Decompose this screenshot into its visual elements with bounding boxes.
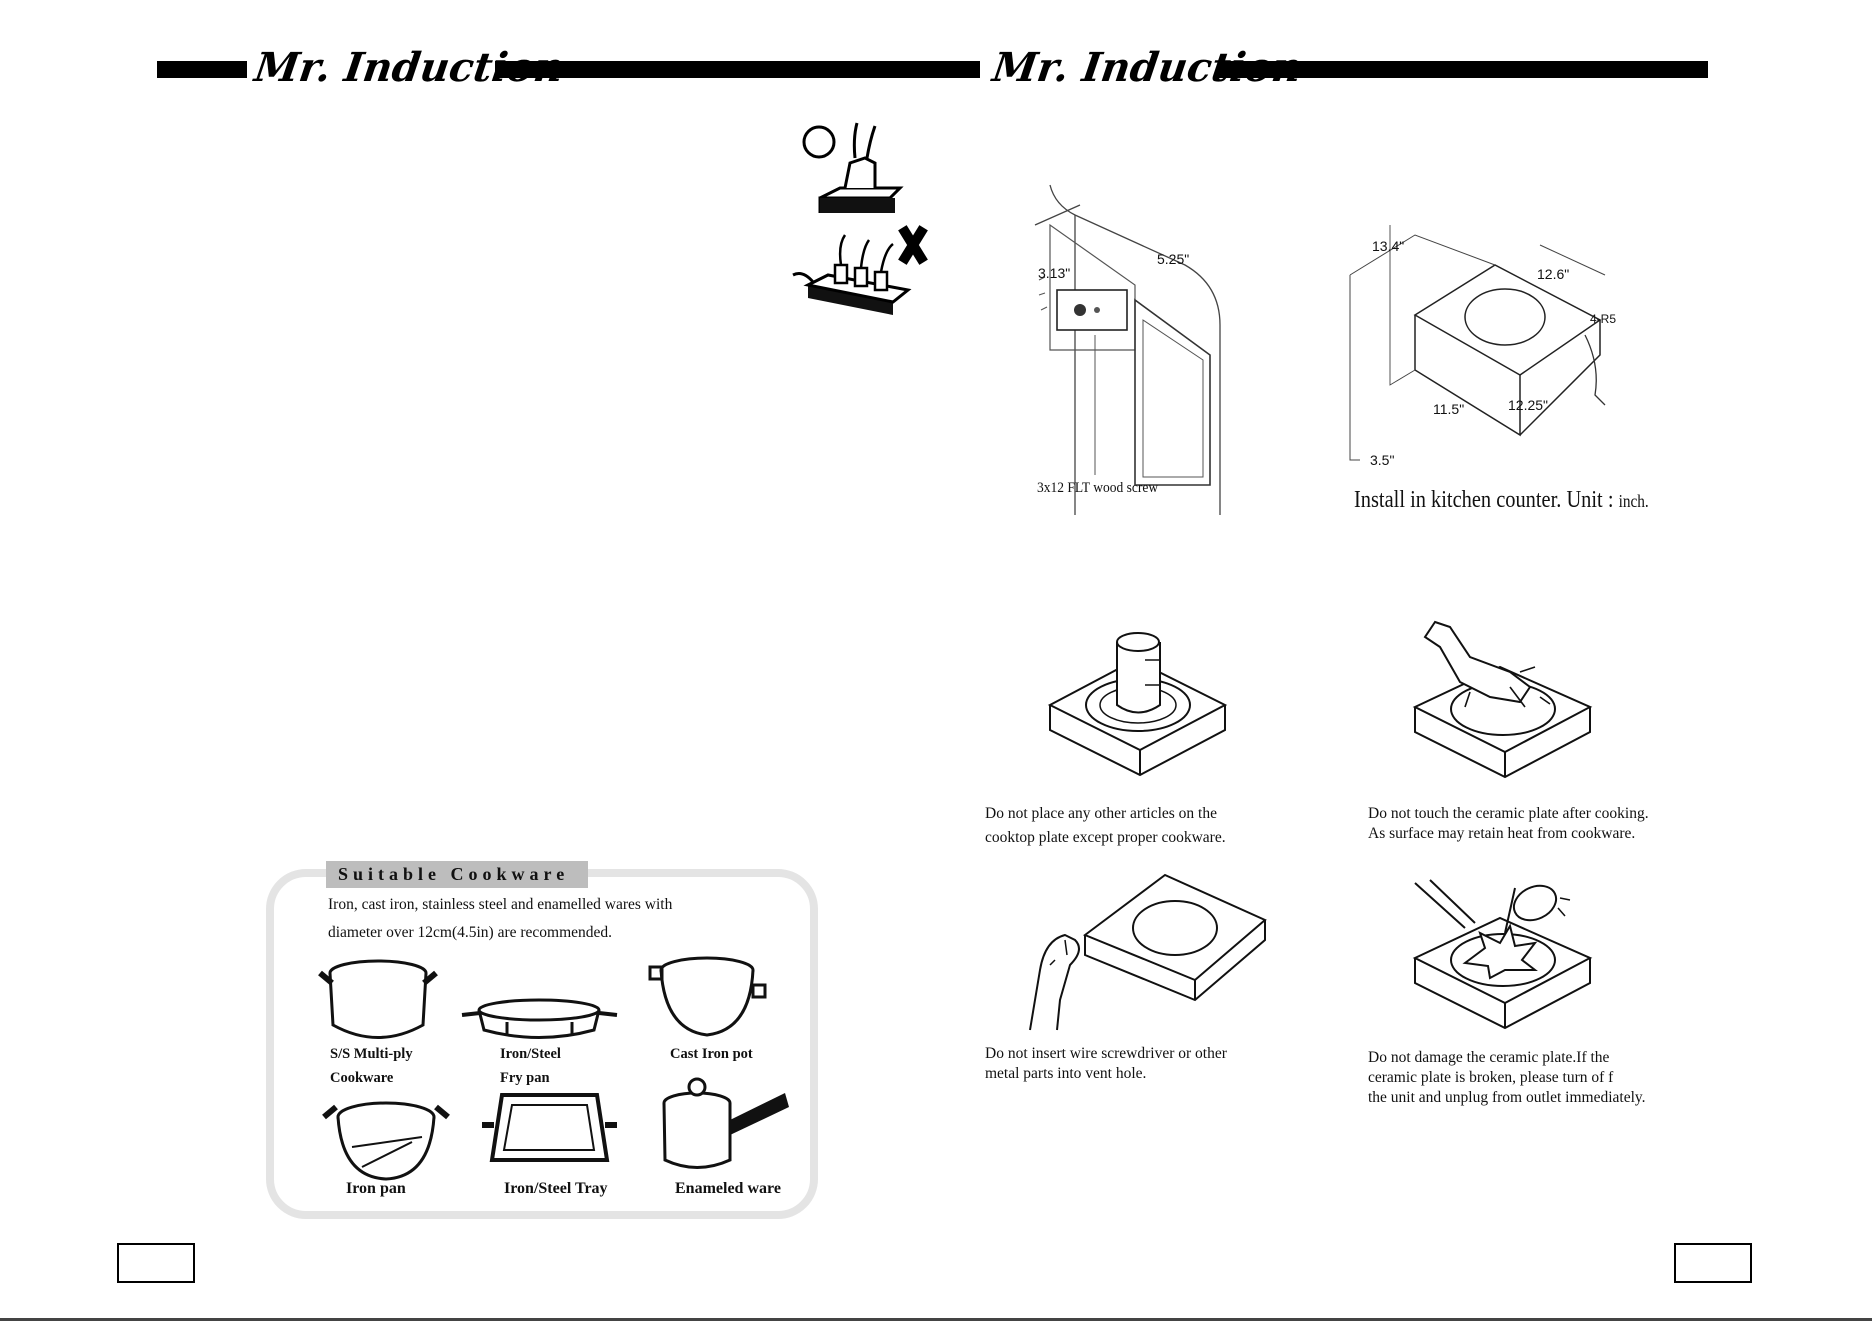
cookware-label-iron-pan: Iron pan xyxy=(346,1180,406,1197)
cookware-description: Iron, cast iron, stainless steel and ena… xyxy=(328,896,673,941)
broken-ceramic-plate-illustration xyxy=(1412,879,1593,1030)
dim-label-12-6: 12.6" xyxy=(1537,266,1570,282)
header-bar-left-short xyxy=(157,61,247,78)
cookware-title: Suitable Cookware xyxy=(326,861,588,888)
page-number-box-left xyxy=(117,1243,195,1283)
cast-iron-pot-icon xyxy=(648,956,767,1037)
cookware-label-multiply: S/S Multi-ply Cookware xyxy=(330,1046,413,1086)
enameled-ware-icon xyxy=(662,1077,789,1169)
dim-label-12-25: 12.25" xyxy=(1508,397,1549,413)
dim-label-11-5: 11.5" xyxy=(1433,401,1465,417)
multiply-cookware-icon xyxy=(318,959,438,1039)
header-bar-right-long xyxy=(1218,61,1708,78)
dim-label-3-5: 3.5" xyxy=(1370,452,1395,468)
page-number-box-right xyxy=(1674,1243,1752,1283)
steel-tray-icon xyxy=(482,1093,617,1162)
power-strip-wrong-icon xyxy=(792,225,928,315)
install-caption: Install in kitchen counter. Unit : inch. xyxy=(1354,487,1649,513)
dim-label-3-13: 3.13" xyxy=(1038,265,1071,281)
cooktop-with-can-illustration xyxy=(1047,632,1228,777)
header-bar-left-long xyxy=(495,61,980,78)
cookware-label-cast-iron-pot: Cast Iron pot xyxy=(670,1046,753,1062)
warning-caption-no-touch: Do not touch the ceramic plate after coo… xyxy=(1368,805,1649,842)
cookware-label-fry-pan: Iron/Steel Fry pan xyxy=(500,1046,561,1086)
dim-label-13-4: 13.4" xyxy=(1372,238,1405,254)
cookware-label-enameled-ware: Enameled ware xyxy=(675,1180,781,1197)
screw-label: 3x12 FLT wood screw xyxy=(1037,480,1159,496)
iron-pan-icon xyxy=(322,1101,450,1181)
hand-vent-hole-illustration xyxy=(1029,873,1267,1031)
bottom-edge-line xyxy=(0,1318,1872,1321)
fry-pan-icon xyxy=(461,998,618,1039)
dim-label-5-25: 5.25" xyxy=(1157,251,1190,267)
cookware-label-steel-tray: Iron/Steel Tray xyxy=(504,1180,608,1197)
unit-dimension-diagram xyxy=(1349,225,1606,461)
plug-correct-icon xyxy=(802,122,904,213)
dim-label-4-r5: 4-R5 xyxy=(1590,312,1617,326)
hand-touching-plate-illustration xyxy=(1412,620,1593,779)
cabinet-install-diagram xyxy=(1034,184,1221,515)
